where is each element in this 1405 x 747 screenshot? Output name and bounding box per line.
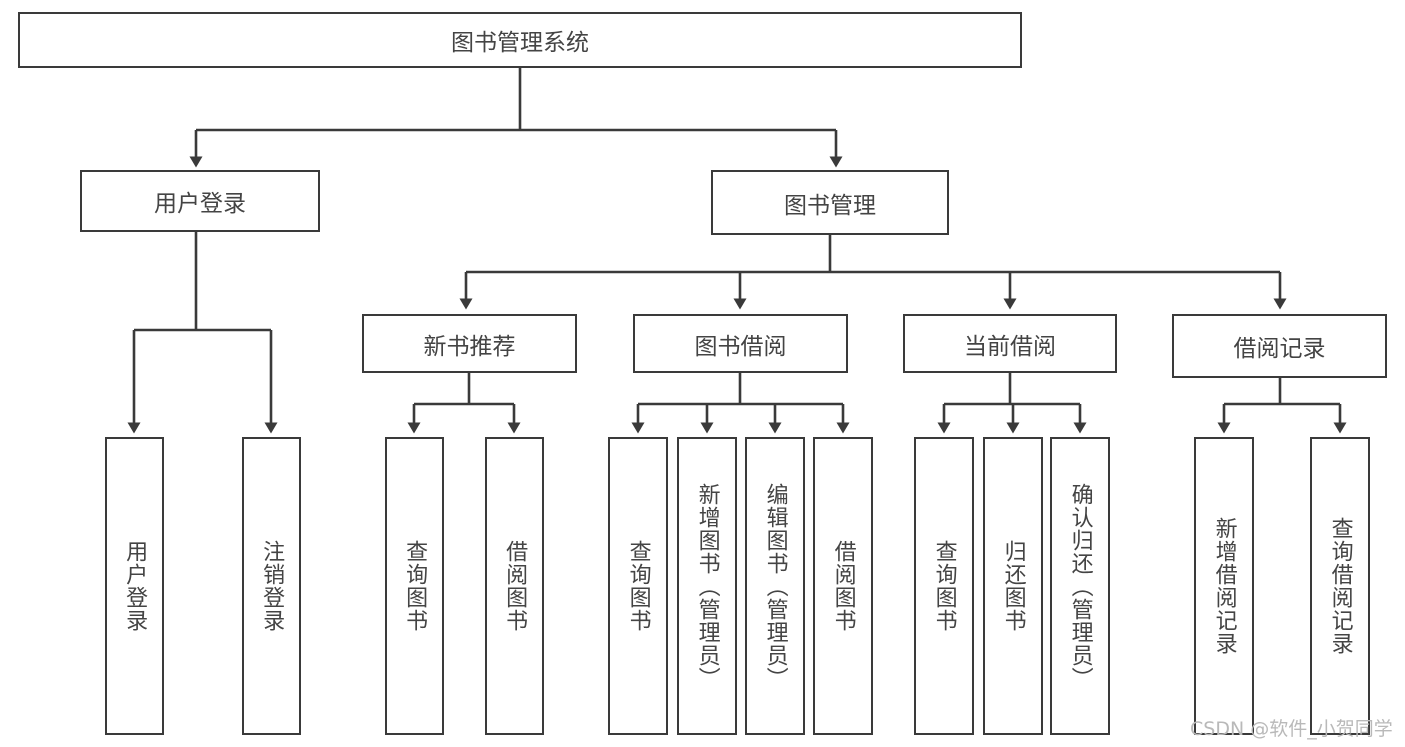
node-label: 确认归还（管理员）	[1067, 482, 1093, 690]
node-current-borrow[interactable]: 当前借阅	[903, 314, 1117, 373]
leaf-query-book-current[interactable]: 查询图书	[914, 437, 974, 735]
leaf-borrow-book-recommend[interactable]: 借阅图书	[485, 437, 544, 735]
node-label: 图书管理	[784, 192, 876, 219]
csdn-watermark: CSDN @软件_小贺同学	[1190, 718, 1393, 740]
node-book-borrow[interactable]: 图书借阅	[633, 314, 848, 373]
leaf-return-book[interactable]: 归还图书	[983, 437, 1043, 735]
node-label: 查询图书	[625, 540, 651, 632]
node-label: 借阅记录	[1233, 336, 1326, 362]
node-borrow-records[interactable]: 借阅记录	[1172, 314, 1387, 378]
leaf-add-book-admin[interactable]: 新增图书（管理员）	[677, 437, 737, 735]
node-label: 图书管理系统	[451, 30, 589, 56]
node-label: 新书推荐	[423, 333, 516, 360]
node-label: 查询图书	[931, 540, 957, 632]
node-label: 当前借阅	[964, 333, 1056, 360]
leaf-query-book-borrow[interactable]: 查询图书	[608, 437, 668, 735]
leaf-query-borrow-record[interactable]: 查询借阅记录	[1310, 437, 1370, 735]
leaf-query-book-recommend[interactable]: 查询图书	[385, 437, 444, 735]
node-label: 借阅图书	[830, 540, 856, 632]
node-book-management[interactable]: 图书管理	[711, 170, 949, 235]
node-label: 借阅图书	[502, 540, 528, 632]
node-label: 新增图书（管理员）	[694, 482, 720, 690]
node-new-book-recommend[interactable]: 新书推荐	[362, 314, 577, 373]
node-label: 编辑图书（管理员）	[762, 482, 788, 690]
node-label: 注销登录	[259, 540, 285, 632]
node-user-login[interactable]: 用户登录	[80, 170, 320, 232]
leaf-edit-book-admin[interactable]: 编辑图书（管理员）	[745, 437, 805, 735]
leaf-user-login[interactable]: 用户登录	[105, 437, 164, 735]
node-label: 图书借阅	[694, 333, 787, 360]
node-label: 归还图书	[1000, 540, 1026, 632]
node-label: 用户登录	[122, 540, 148, 632]
node-label: 新增借阅记录	[1211, 517, 1237, 655]
leaf-confirm-return-admin[interactable]: 确认归还（管理员）	[1050, 437, 1110, 735]
node-label: 查询借阅记录	[1327, 517, 1353, 655]
node-root-system[interactable]: 图书管理系统	[18, 12, 1022, 68]
node-label: 用户登录	[154, 191, 246, 217]
node-label: 查询图书	[402, 540, 428, 632]
leaf-logout[interactable]: 注销登录	[242, 437, 301, 735]
leaf-add-borrow-record[interactable]: 新增借阅记录	[1194, 437, 1254, 735]
leaf-borrow-book[interactable]: 借阅图书	[813, 437, 873, 735]
